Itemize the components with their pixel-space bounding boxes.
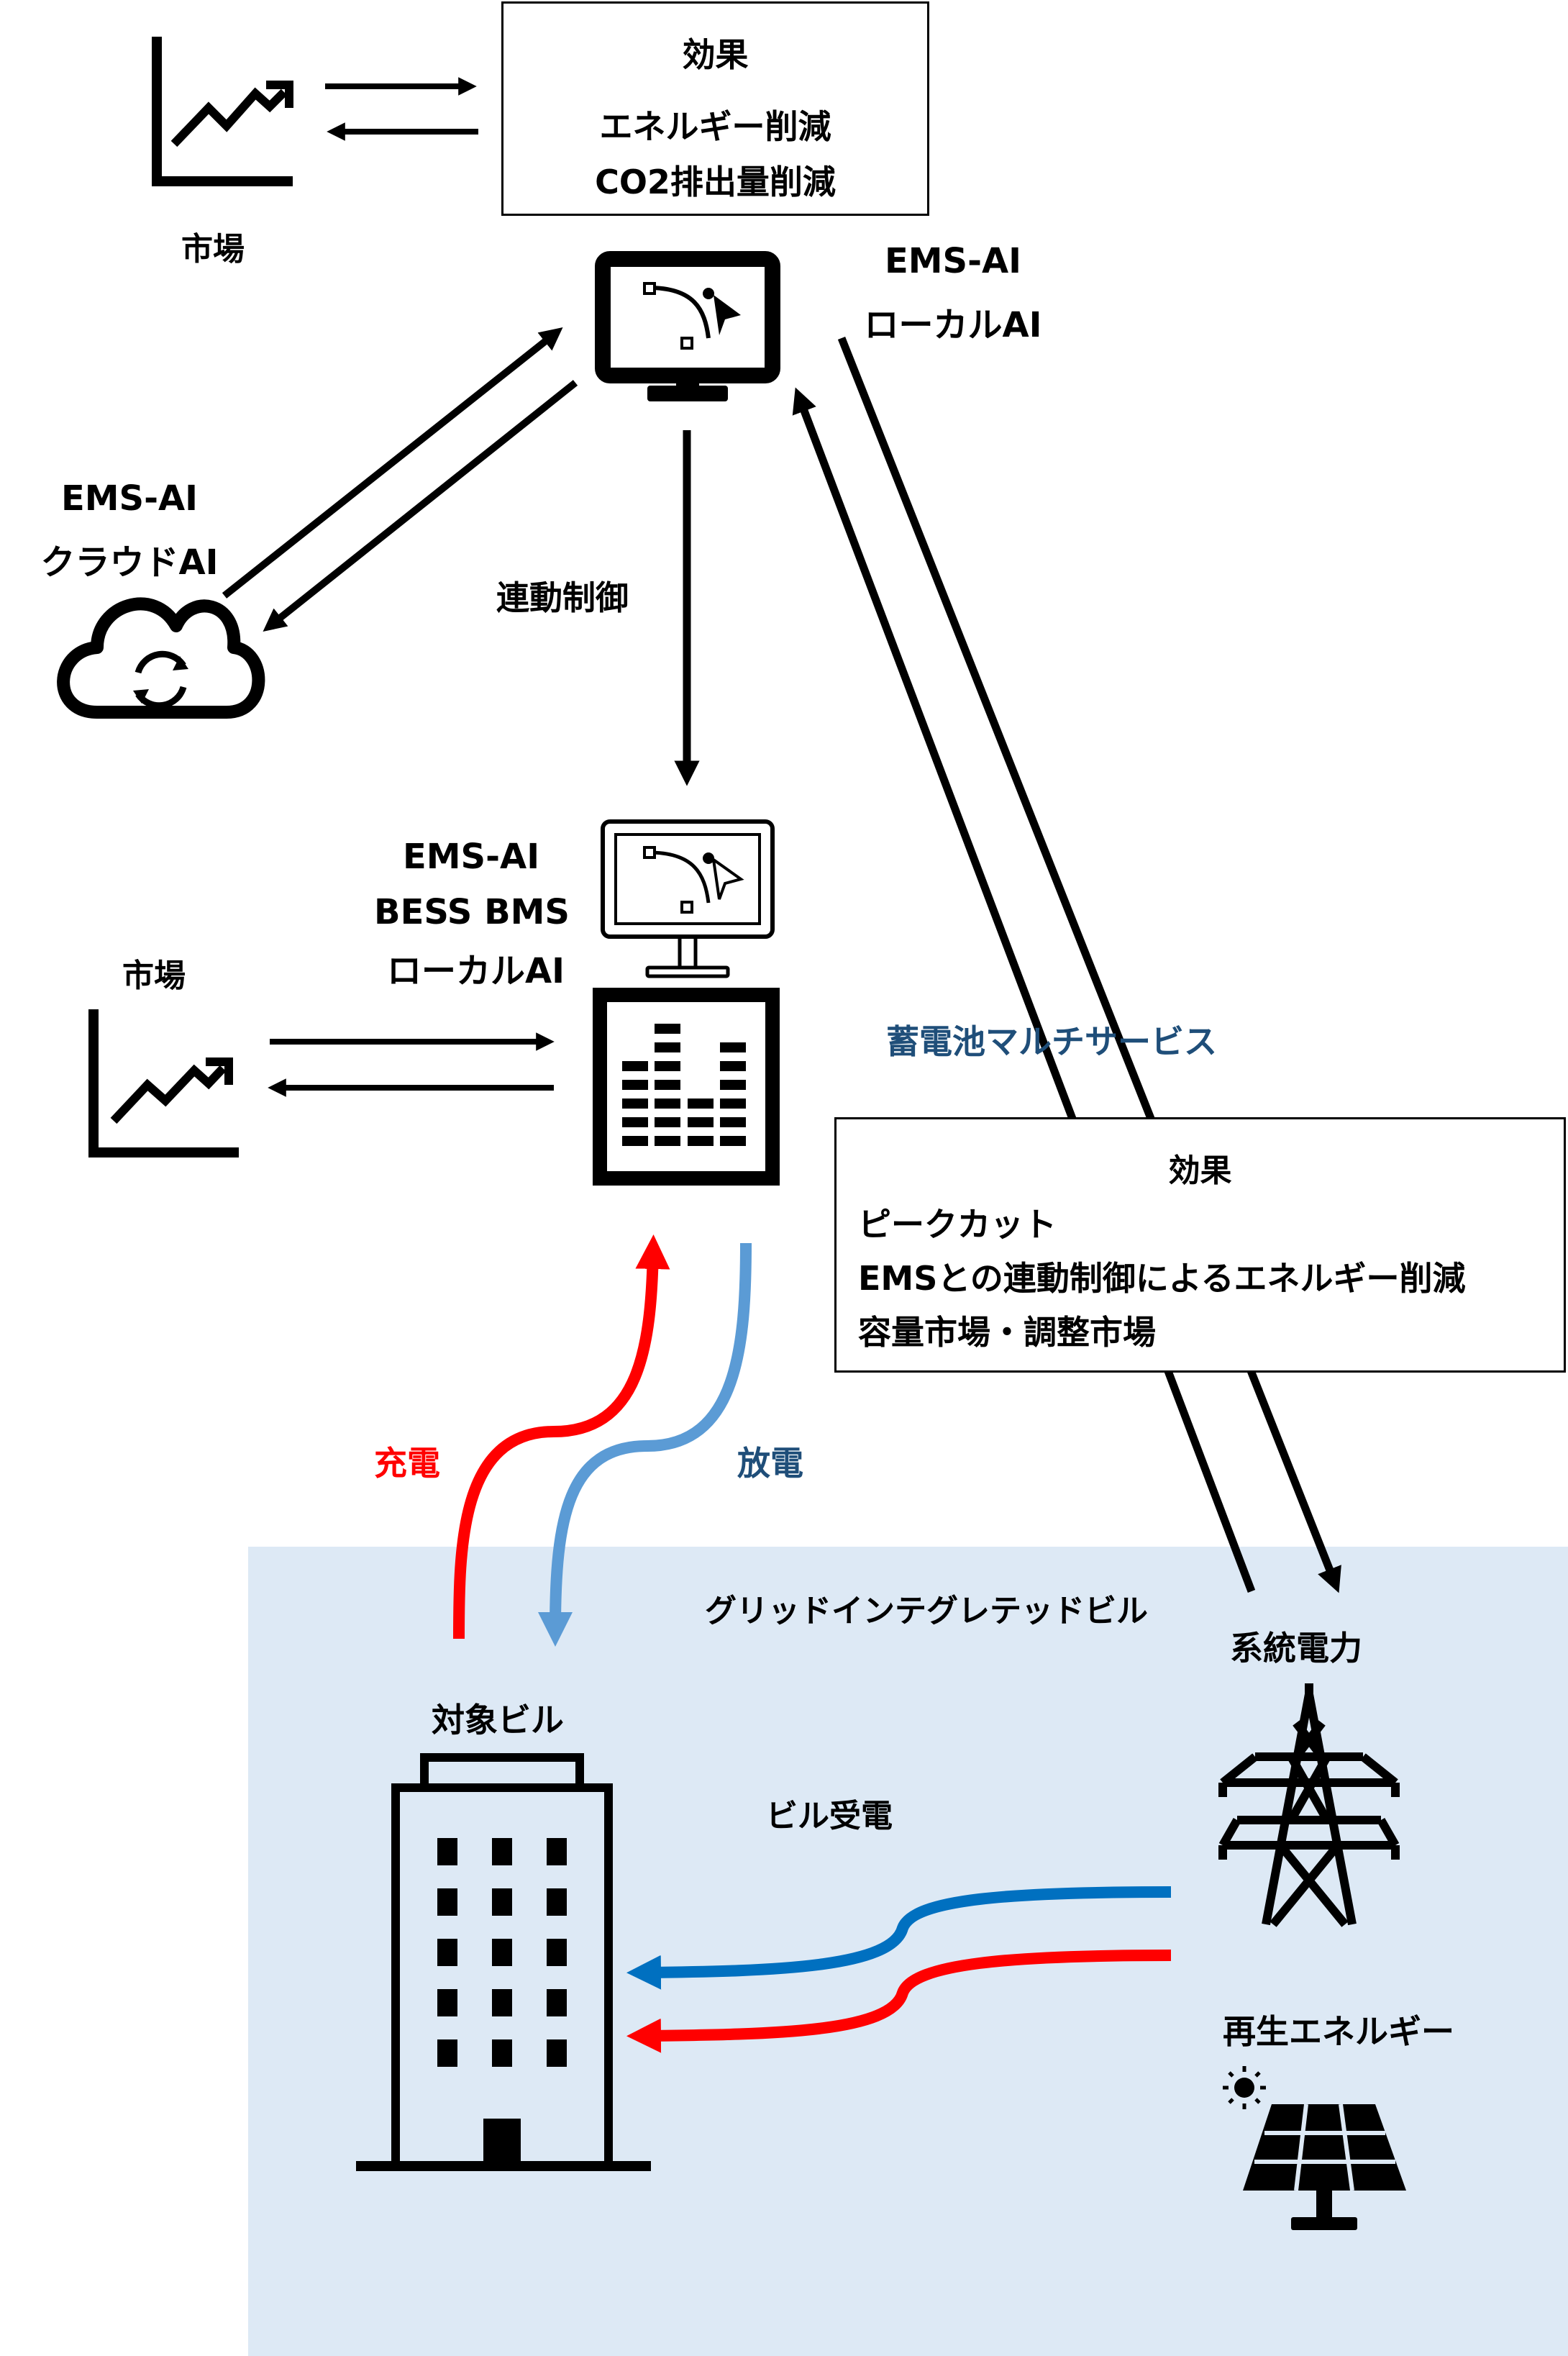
solar-panel-icon [1243, 2103, 1406, 2230]
battery-icon [593, 988, 780, 1186]
ems-cloud-line1: EMS-AI [60, 478, 199, 519]
chart-icon [152, 37, 293, 186]
monitor-icon [595, 251, 780, 401]
arrow-grid-to-ems [792, 387, 1256, 1593]
top-effect-title: 効果 [682, 35, 749, 74]
bess-monitor-icon [601, 819, 775, 978]
building-receive-label: ビル受電 [766, 1798, 893, 1834]
charge-label: 充電 [374, 1444, 440, 1483]
bess-effect-title: 効果 [1168, 1152, 1232, 1189]
bess-line1: EMS-AI [403, 837, 540, 877]
bess-effect-box: 効果 ピークカット EMSとの連動制御によるエネルギー削減 容量市場・調整市場 [834, 1117, 1566, 1373]
target-building-label: 対象ビル [432, 1701, 564, 1739]
market-top-label: 市場 [181, 231, 245, 268]
arrow-cloud-to-ems [222, 327, 563, 599]
top-effect-line2: CO2排出量削減 [595, 163, 836, 201]
bess-line3: ローカルAI [387, 951, 565, 991]
charge-arrow [453, 1234, 670, 1639]
link-control-label: 連動制御 [496, 578, 629, 617]
arrow-ems-to-grid [837, 336, 1341, 1593]
top-effect-line1: エネルギー削減 [599, 107, 831, 146]
renewable-power-arrow [626, 1950, 1172, 2053]
multi-service-label: 蓄電池マルチサービス [886, 1022, 1217, 1061]
grid-power-label: 系統電力 [1230, 1629, 1362, 1668]
bess-line2: BESS BMS [374, 892, 570, 932]
discharge-label: 放電 [737, 1444, 803, 1483]
cloud-sync-icon [57, 597, 265, 719]
market-mid-label: 市場 [122, 958, 186, 994]
bess-effect-item-2: EMSとの連動制御によるエネルギー削減 [858, 1259, 1466, 1298]
ems-cloud-line2: クラウドAI [40, 542, 219, 583]
top-effect-box: 効果 エネルギー削減 CO2排出量削減 [501, 1, 929, 216]
renewable-label: 再生エネルギー [1223, 2012, 1454, 2051]
building-icon [356, 1753, 651, 2171]
discharge-arrow [538, 1242, 752, 1647]
bess-effect-item-3: 容量市場・調整市場 [858, 1313, 1156, 1352]
grid-power-arrow [626, 1886, 1172, 1990]
power-tower-icon [1218, 1683, 1400, 1927]
market-chart-icon [88, 1009, 239, 1157]
grid-integrated-building-label: グリッドインテグレテッドビル [705, 1593, 1148, 1629]
ems-local-top-line2: ローカルAI [864, 305, 1042, 345]
ems-local-top-line1: EMS-AI [884, 241, 1022, 281]
bess-effect-item-1: ピークカット [858, 1205, 1057, 1244]
arrow-ems-to-cloud [263, 380, 578, 632]
sun-icon [1223, 2066, 1266, 2109]
